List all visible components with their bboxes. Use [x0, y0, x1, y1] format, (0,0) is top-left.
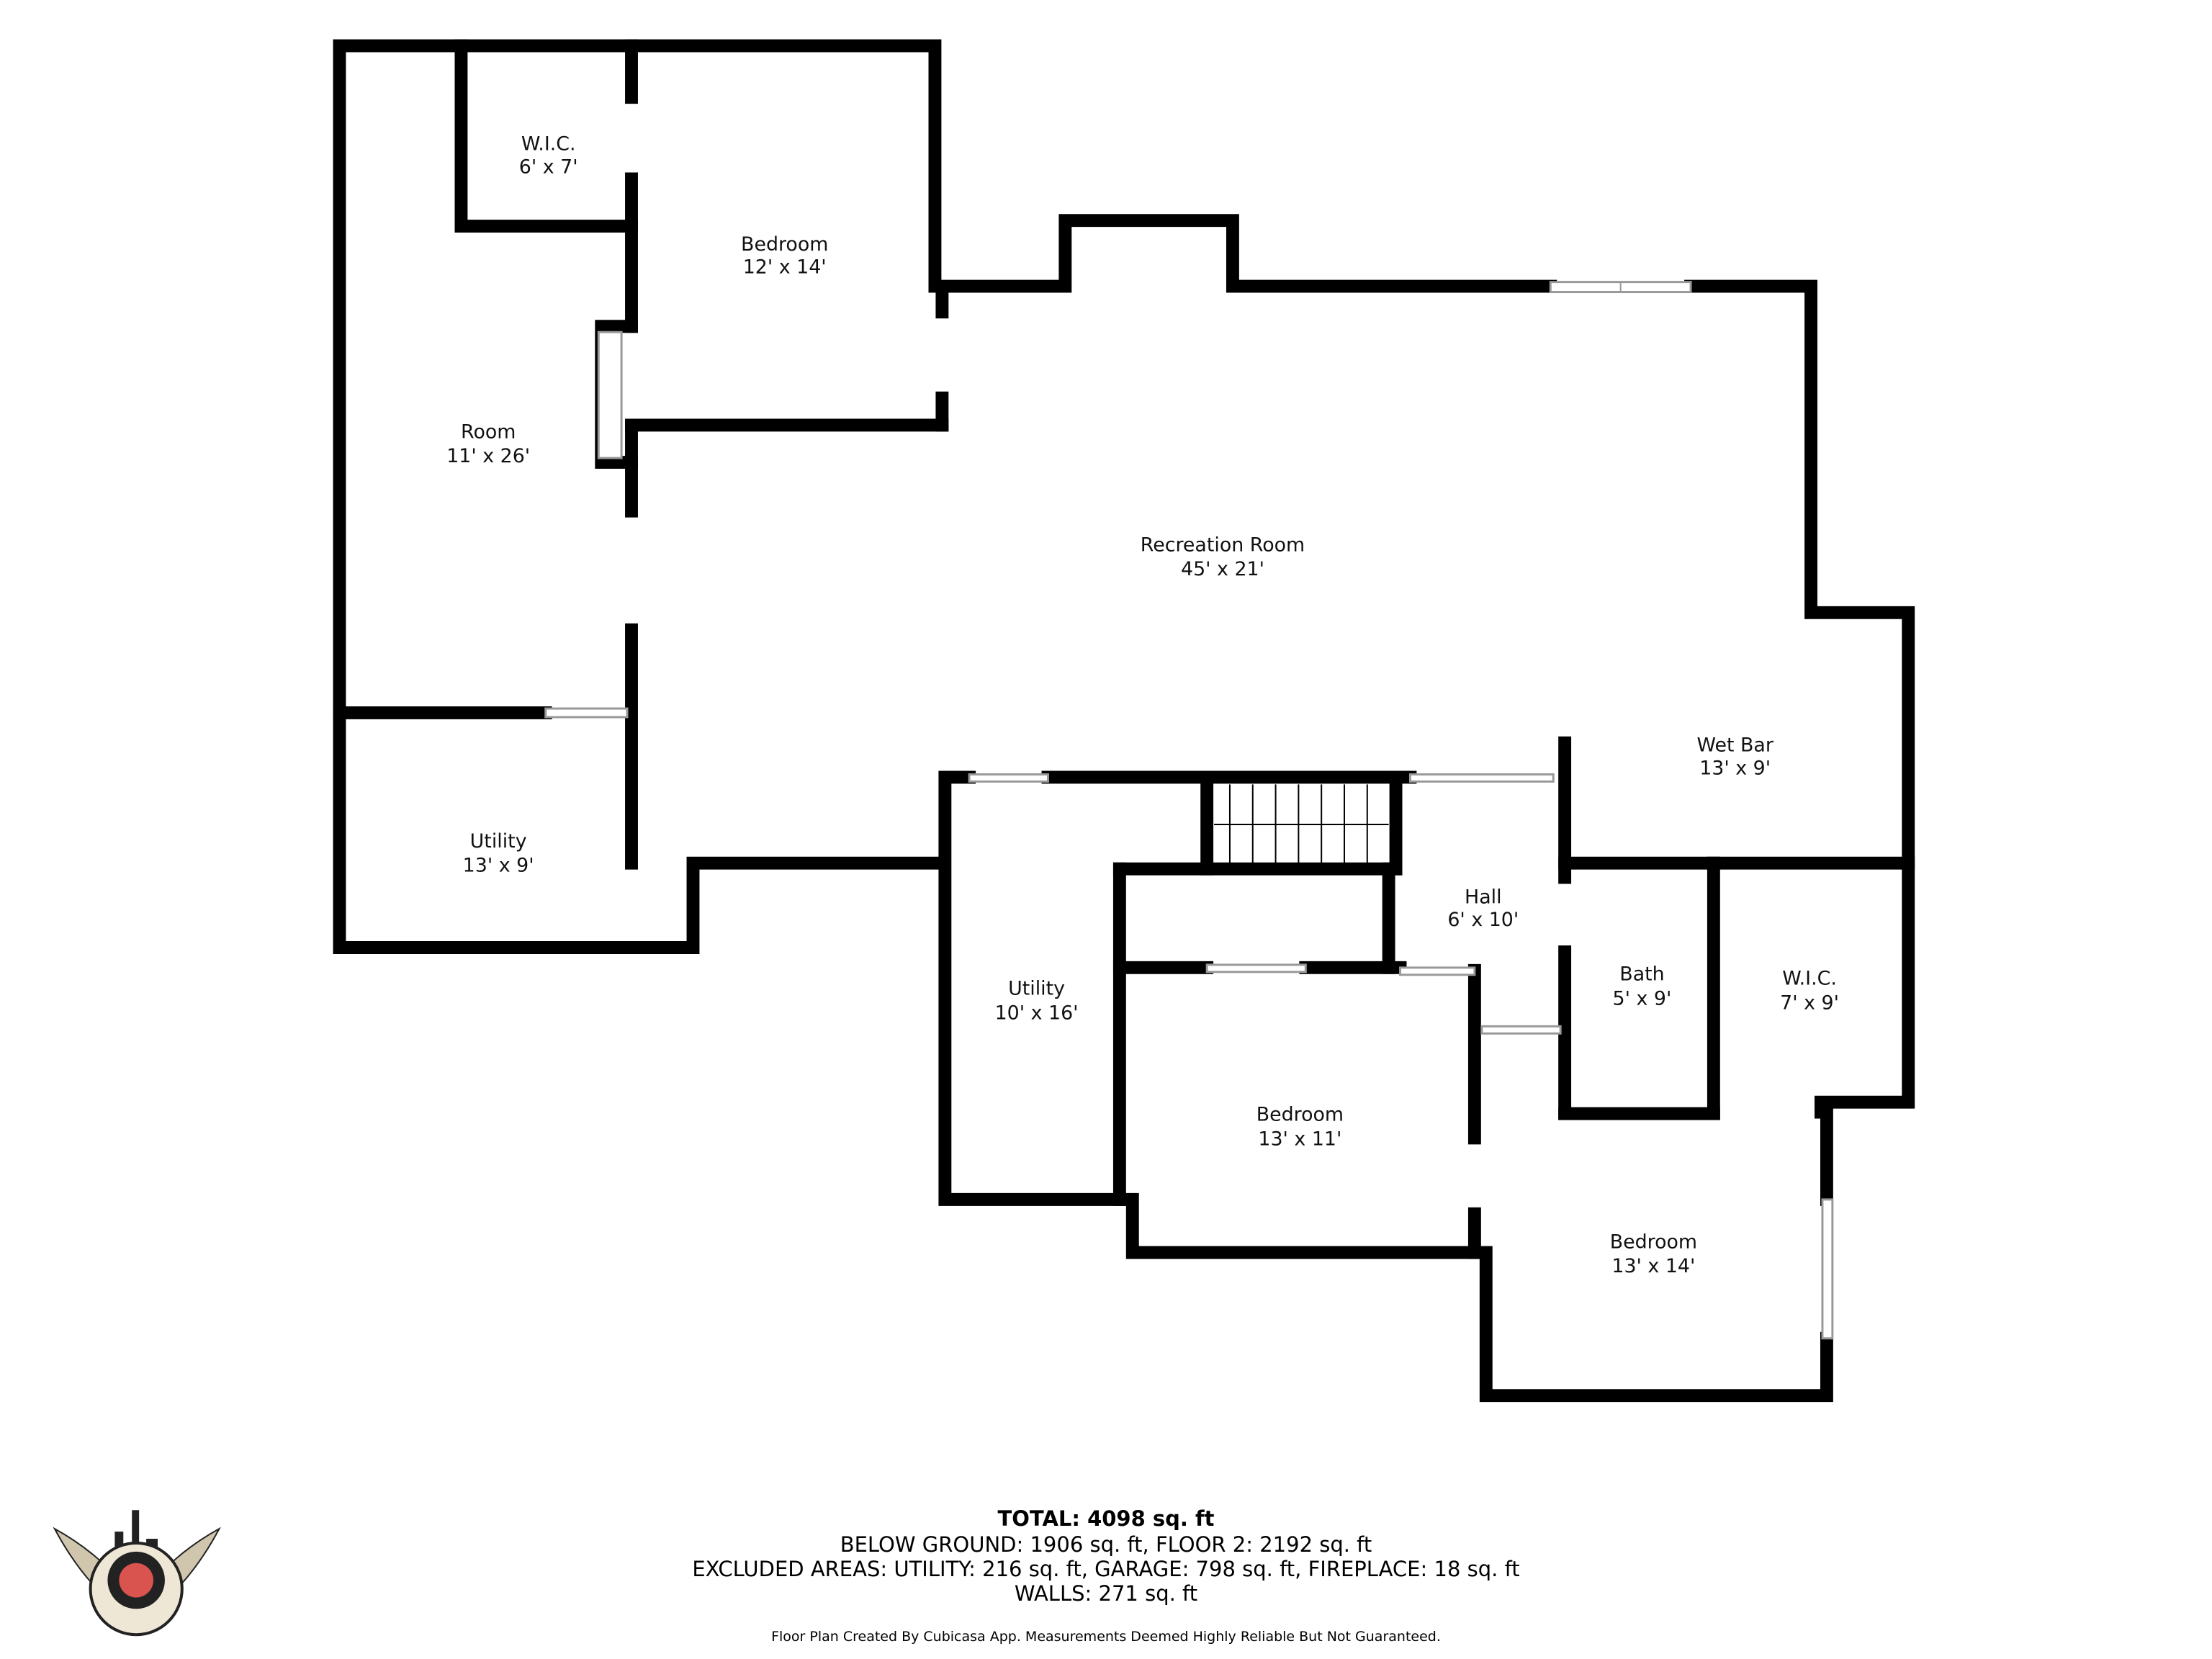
room-name: Hall — [1465, 886, 1502, 908]
room-size: 6' x 7' — [519, 156, 578, 179]
walls — [333, 39, 1915, 1403]
excluded-areas: EXCLUDED AREAS: UTILITY: 216 sq. ft, GAR… — [692, 1557, 1520, 1581]
room-size: 11' x 26' — [446, 445, 530, 467]
disclaimer: Floor Plan Created By Cubicasa App. Meas… — [771, 1629, 1441, 1645]
room-name: Room — [461, 421, 516, 443]
below-ground-area: BELOW GROUND: 1906 sq. ft, FLOOR 2: 2192… — [840, 1532, 1372, 1557]
room-size: 12' x 14' — [743, 256, 827, 279]
room-name: Utility — [470, 830, 527, 853]
stairs — [1214, 784, 1389, 863]
room-name: Utility — [1008, 978, 1065, 1000]
room-name: Wet Bar — [1696, 734, 1773, 757]
room-size: 13' x 14' — [1611, 1255, 1695, 1277]
room-size: 13' x 11' — [1258, 1128, 1341, 1150]
room-size: 6' x 10' — [1447, 909, 1519, 931]
room-name: Bedroom — [1256, 1104, 1344, 1126]
room-name: Bedroom — [1610, 1231, 1697, 1253]
room-size: 13' x 9' — [1699, 757, 1771, 779]
room-size: 13' x 9' — [463, 855, 534, 877]
company-logo — [53, 1510, 221, 1637]
windows-doors — [544, 281, 1834, 1340]
total-area: TOTAL: 4098 sq. ft — [997, 1506, 1215, 1531]
room-size: 5' x 9' — [1613, 988, 1672, 1010]
room-name: W.I.C. — [521, 133, 576, 156]
room-size: 7' x 9' — [1780, 992, 1839, 1014]
room-size: 10' x 16' — [995, 1002, 1079, 1024]
room-labels: W.I.C. 6' x 7' Bedroom 12' x 14' Room 11… — [446, 133, 1839, 1278]
walls-area: WALLS: 271 sq. ft — [1014, 1581, 1198, 1606]
room-name: Recreation Room — [1141, 534, 1305, 556]
room-name: Bath — [1619, 963, 1664, 986]
room-size: 45' x 21' — [1181, 558, 1264, 580]
room-name: W.I.C. — [1782, 968, 1837, 990]
room-name: Bedroom — [741, 233, 828, 256]
